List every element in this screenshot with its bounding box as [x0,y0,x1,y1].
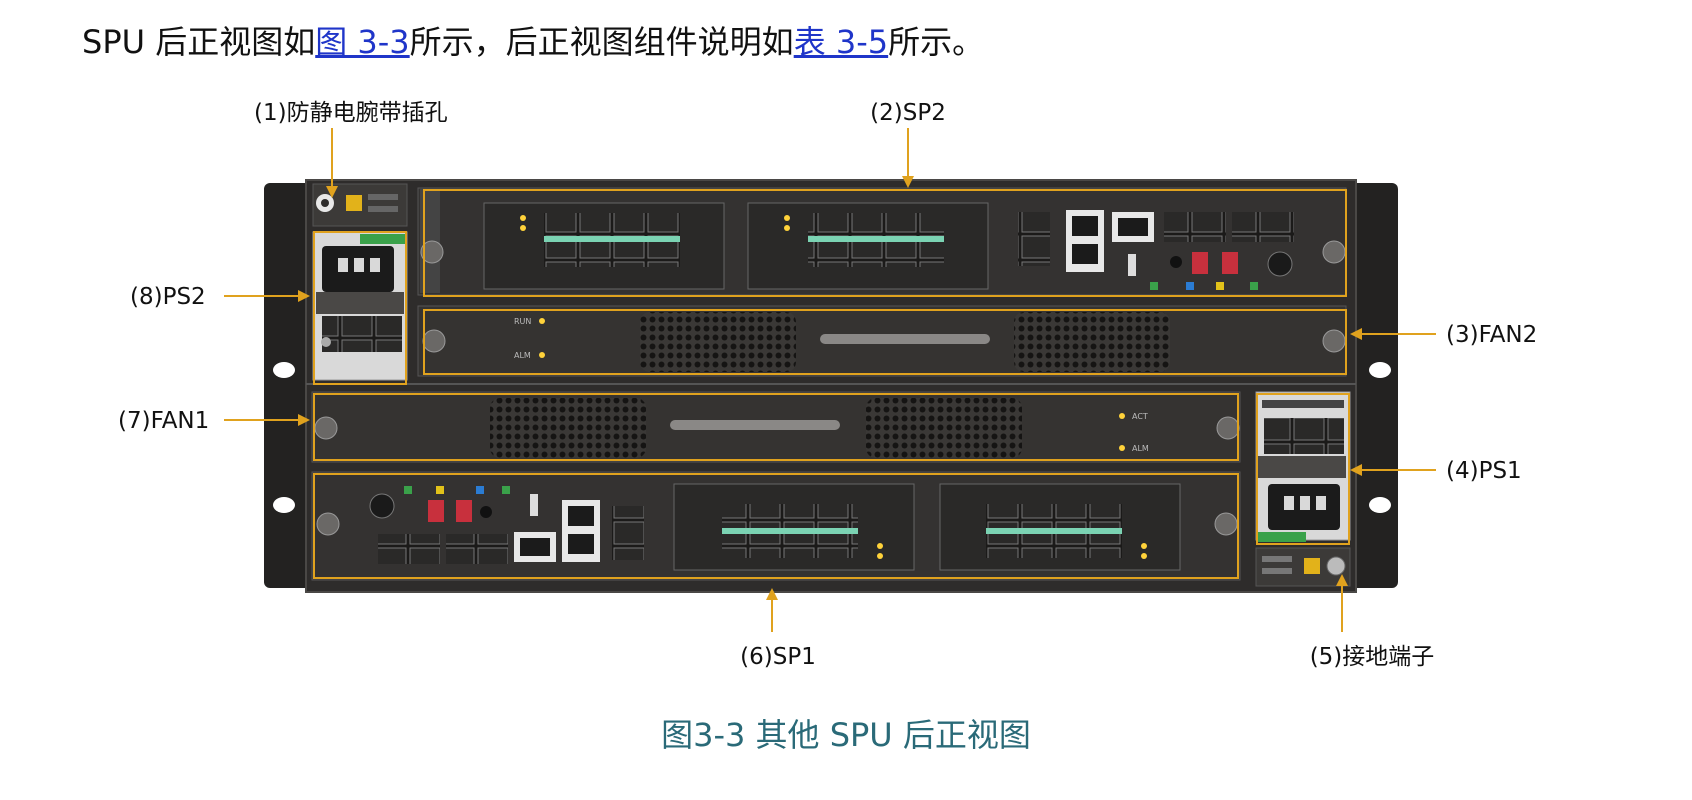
callout-sp1: (6)SP1 [740,644,816,670]
right-ear-hole-bottom [1369,497,1391,513]
fan1-act-led [1119,413,1125,419]
fan2-highlight [423,309,1347,375]
callout-labels: (1)防静电腕带插孔 (2)SP2 (3)FAN2 (4)PS1 (5)接地端子… [118,100,1537,670]
sp1-highlight [313,473,1239,579]
callout-ps2: (8)PS2 [130,284,206,310]
right-rack-ear [1350,183,1398,588]
callout-leaders [224,128,1436,632]
sp1-board [311,471,1241,581]
callout-sp2: (2)SP2 [870,100,946,126]
sp2-board [417,187,1347,296]
ground-warning-icon [1304,558,1320,574]
fan2-run-led [539,318,545,324]
left-ear-hole-bottom [273,497,295,513]
figure-link[interactable]: 图 3-3 [315,23,410,61]
fan1-act-label: ACT [1132,412,1148,421]
fan2-module: RUN ALM [417,305,1347,377]
fan1-vent-left [490,398,646,458]
callout-ps1: (4)PS1 [1446,458,1522,484]
ps1-highlight [1256,393,1350,545]
fan1-module: ACT ALM [311,391,1241,463]
fan1-vent-right [866,398,1022,458]
ps2-module [312,231,408,381]
callout-fan1: (7)FAN1 [118,408,209,434]
callout-ground: (5)接地端子 [1310,644,1435,670]
intro-sentence: SPU 后正视图如图 3-3所示，后正视图组件说明如表 3-5所示。 [82,20,984,64]
fan2-alm-led [539,352,545,358]
ps2-highlight [313,231,407,385]
callout-fan2: (3)FAN2 [1446,322,1537,348]
intro-middle: 所示，后正视图组件说明如 [409,23,794,61]
intro-suffix: 所示。 [888,23,985,61]
fan1-alm-led [1119,445,1125,451]
callout-esd: (1)防静电腕带插孔 [254,100,448,126]
figure-caption: 图3-3 其他 SPU 后正视图 [661,716,1031,754]
ground-screw [1326,556,1346,576]
fan2-vent-right [1014,312,1170,372]
fan1-alm-label: ALM [1132,444,1149,453]
table-link[interactable]: 表 3-5 [793,23,889,61]
fan1-highlight [313,393,1239,461]
fan2-run-label: RUN [514,317,531,326]
esd-warning-icon [346,195,362,211]
right-ear-hole-top [1369,362,1391,378]
esd-module [312,183,408,227]
ps1-module [1255,391,1351,542]
left-rack-ear [264,183,312,588]
sp2-highlight [423,189,1347,297]
fan2-alm-label: ALM [514,351,531,360]
intro-prefix: SPU 后正视图如 [82,23,316,61]
fan2-vent-left [640,312,796,372]
left-ear-hole-top [273,362,295,378]
ground-terminal-module [1255,547,1351,587]
